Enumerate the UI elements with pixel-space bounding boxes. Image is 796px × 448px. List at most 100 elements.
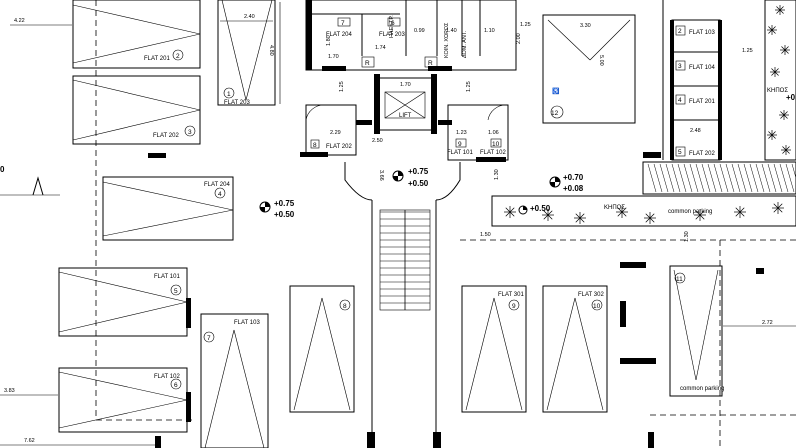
room-koin: ΚΟΙΝ. ΧΩΡΟΣ: [444, 22, 450, 58]
dim-0-99: 0.99: [414, 28, 425, 34]
parking-space-flat-103: FLAT 103 7: [200, 313, 269, 448]
dim-7-62: 7.62: [24, 438, 35, 444]
level-0-50-garden: +0.50: [530, 204, 551, 213]
dim-1-30b: 1.30: [684, 231, 690, 242]
space-number: 2: [176, 53, 180, 60]
shrub-icon: [504, 206, 516, 218]
shrub-icon: [767, 130, 777, 140]
hatch-line: [767, 163, 777, 193]
level-0-50-left: +0.50: [274, 210, 295, 219]
shrub-icon: [779, 110, 789, 120]
shrub-icon: [734, 206, 746, 218]
flat-102-label: FLAT 102: [154, 374, 180, 380]
parking-space-flat-102: FLAT 102 6: [58, 367, 191, 433]
flat-103-label: FLAT 103: [234, 320, 260, 326]
level-marker-core: +0.75 +0.50: [392, 167, 429, 188]
dim-2-48: 2.48: [690, 128, 701, 134]
dim-3-30: 3.30: [580, 23, 591, 29]
storage-number: 6: [391, 20, 395, 27]
common-parking-label: common parking: [680, 386, 724, 392]
garden-shrubs-mid: [504, 202, 784, 224]
common-parking-label-garden: common parking: [668, 209, 712, 215]
dim-3-83: 3.83: [4, 388, 15, 394]
storage-number: 4: [678, 97, 682, 104]
space-number: 6: [174, 382, 178, 389]
dim-1-23: 1.23: [456, 130, 467, 136]
flat-202-label: FLAT 202: [153, 133, 179, 139]
parking-space-flat-204: FLAT 204 4: [102, 176, 234, 241]
storage-number: 9: [458, 141, 462, 148]
hatch-line: [725, 163, 735, 193]
parking-space-flat-201: FLAT 201 2: [72, 0, 201, 69]
storage-flat-204: FLAT 204: [326, 32, 352, 38]
storage-number: 7: [341, 20, 345, 27]
ramp: [642, 161, 796, 195]
dim-1-30a: 1.30: [494, 169, 500, 180]
core-left-rooms: 2.29 8 FLAT 202: [300, 104, 372, 157]
hatch-line: [671, 163, 681, 193]
dim-1-80: 1.80: [326, 35, 332, 46]
hatch-line: [695, 163, 705, 193]
hatch-line: [791, 163, 796, 179]
shrub-icon: [781, 145, 791, 155]
storage-flat-201: FLAT 201: [689, 99, 715, 105]
stair-treads: [380, 210, 430, 310]
shrub-icon: [644, 212, 656, 224]
dim-1-10: 1.10: [484, 28, 495, 34]
flat-203-label: FLAT 203: [224, 100, 250, 106]
space-number: 4: [218, 191, 222, 198]
flat-204-label: FLAT 204: [204, 182, 230, 188]
parking-space-12: 3.30 5.00 ♿ 12 1.25: [520, 14, 636, 124]
parking-space-flat-101: FLAT 101 5: [58, 267, 191, 337]
storage-number: 8: [313, 142, 317, 149]
lift-label: LIFT: [399, 113, 412, 119]
north-arrow: [0, 176, 60, 196]
storage-flat-103: FLAT 103: [689, 30, 715, 36]
hatch-line: [761, 163, 771, 193]
level-0-70: +0.70: [563, 173, 584, 182]
space-number: 7: [207, 335, 211, 342]
space-number: 10: [593, 303, 601, 310]
dim-3-66: 3.66: [378, 170, 384, 181]
hatch-line: [719, 163, 729, 193]
hatch-line: [779, 163, 789, 193]
lift-core: 1.70 LIFT 2.50: [372, 74, 437, 144]
hatch-line: [743, 163, 753, 193]
stair-entrance: 3.66: [344, 162, 461, 448]
shrub-icon: [780, 45, 790, 55]
hatch-line: [785, 163, 795, 193]
shrub-icon: [694, 209, 706, 221]
flat-302-label: FLAT 302: [578, 292, 604, 298]
hatch-line: [665, 163, 675, 193]
storage-flat-104: FLAT 104: [689, 65, 715, 71]
parking-space-8: 8: [289, 285, 355, 413]
dim-4-22: 4.22: [14, 18, 25, 24]
dim-1-50: 1.50: [480, 232, 491, 238]
shrub-icon: [616, 206, 628, 218]
storage-flat-101: FLAT 101: [447, 150, 473, 156]
dim-1-25b: 1.25: [742, 48, 753, 54]
level-marker-garden: +0.50: [518, 204, 551, 215]
space-number: 3: [188, 129, 192, 136]
space-number: 5: [174, 288, 178, 295]
hatch-line: [707, 163, 717, 193]
room-dom: ΔΟΜ. ΑΝΤ.: [462, 30, 468, 58]
storage-number: 2: [678, 28, 682, 35]
shrub-icon: [574, 212, 586, 224]
flat-301-label: FLAT 301: [498, 292, 524, 298]
space-number: 1: [227, 91, 231, 98]
storage-flat-102: FLAT 102: [480, 150, 506, 156]
level-left: 0: [0, 165, 5, 174]
storage-number: 3: [678, 63, 682, 70]
marker-r2: R: [428, 60, 433, 67]
flat-201-label: FLAT 201: [144, 56, 170, 62]
level-marker-right: +0.70 +0.08: [549, 173, 584, 193]
garden-right: ΚΗΠΟΣ +0: [764, 0, 796, 161]
level-0-50-core: +0.50: [408, 179, 429, 188]
hatch-line: [773, 163, 783, 193]
level-0-75-left: +0.75: [274, 199, 295, 208]
parking-space-common: 11 common parking: [669, 265, 724, 397]
core-right-rooms: 1.23 1.06 9 10 FLAT 101 FLAT 102: [438, 104, 509, 162]
parking-space-flat-302: FLAT 302 10: [542, 285, 608, 413]
